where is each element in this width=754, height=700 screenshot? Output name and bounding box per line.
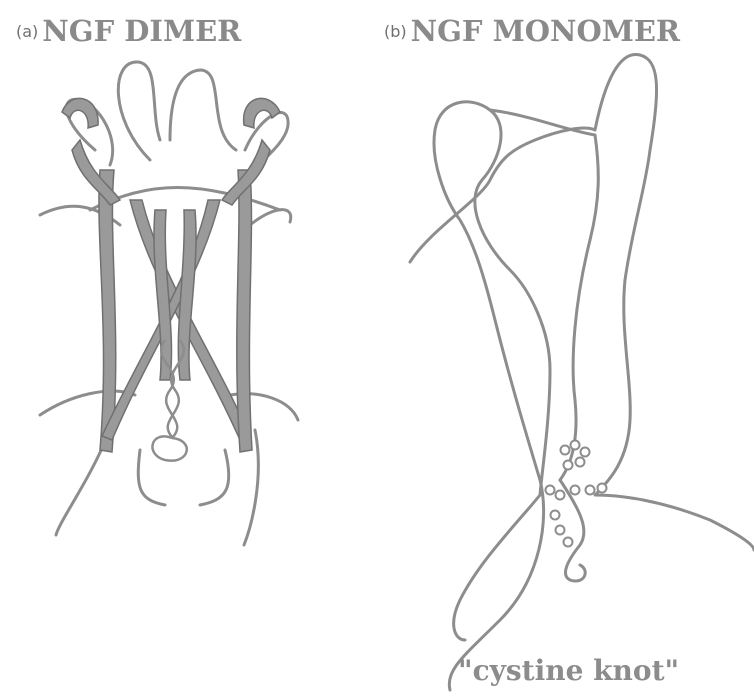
disulfide-bead-10	[598, 484, 607, 493]
ngf-dimer-structure	[0, 0, 370, 700]
cystine-knot-caption: "cystine knot"	[458, 654, 679, 687]
disulfide-bead-4	[576, 458, 585, 467]
dimer-top-loop-left	[118, 62, 160, 160]
monomer-backbone-upper-loop	[435, 102, 550, 495]
disulfide-bead-12	[556, 526, 565, 535]
dimer-crossbar-right	[250, 210, 291, 225]
disulfide-bead-1	[561, 446, 570, 455]
dimer-top-loop-right	[170, 70, 236, 150]
panel-ngf-monomer: (b)NGF MONOMER "cystine knot"	[370, 0, 754, 700]
ngf-monomer-structure	[370, 0, 754, 700]
dimer-bottom-arc-right	[200, 450, 229, 505]
monomer-backbone-cross	[490, 110, 598, 480]
disulfide-bead-11	[551, 511, 560, 520]
disulfide-bead-2	[571, 441, 580, 450]
monomer-backbone-lower-left	[454, 495, 540, 640]
monomer-backbone-main	[410, 54, 754, 550]
panel-ngf-dimer: (a)NGF DIMER	[0, 0, 370, 700]
disulfide-bead-9	[586, 486, 595, 495]
dimer-knot-loop	[152, 436, 186, 460]
dimer-strand-6	[178, 210, 196, 380]
disulfide-bead-6	[546, 486, 555, 495]
dimer-ribbon-loop-left	[62, 98, 98, 128]
disulfide-bead-5	[564, 461, 573, 470]
disulfide-bead-13	[564, 538, 573, 547]
monomer-backbone-left	[434, 130, 544, 690]
dimer-strand-3	[237, 170, 252, 452]
disulfide-bead-3	[581, 448, 590, 457]
disulfide-bead-8	[571, 486, 580, 495]
disulfide-bead-7	[556, 491, 565, 500]
dimer-strand-1	[99, 170, 116, 452]
